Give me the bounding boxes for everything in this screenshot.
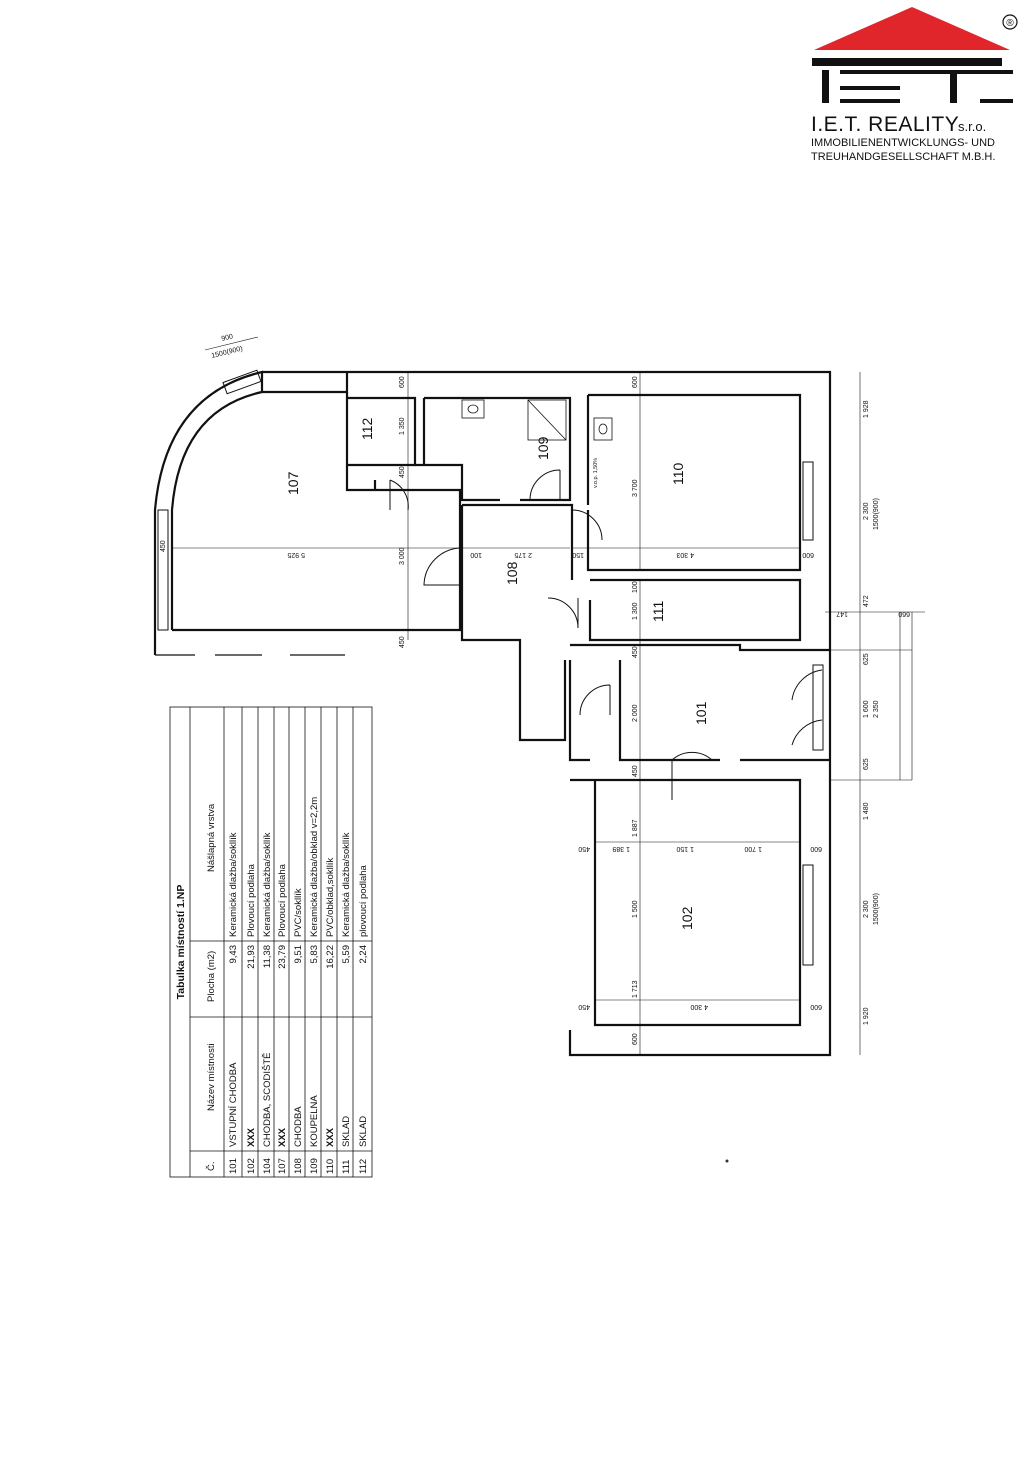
room-109-label: 109: [535, 436, 551, 460]
walls: [153, 370, 832, 1057]
room-112-label: 112: [359, 417, 375, 440]
room-101-label: 101: [693, 701, 709, 725]
dim-1920: 1 920: [863, 1007, 870, 1025]
dim-1928: 1 928: [863, 400, 870, 418]
room-110-label: 110: [670, 462, 686, 485]
room-107-label: 107: [285, 471, 301, 495]
room-108-label: 108: [504, 561, 520, 585]
dim-2300-a: 2 300: [863, 502, 870, 520]
dim-1150: 1 150: [676, 845, 694, 852]
logo-letters: [812, 58, 1013, 103]
speck: [725, 1159, 729, 1163]
dim-1350: 1 350: [399, 417, 406, 435]
dim-625-a: 625: [863, 653, 870, 665]
dim-4303: 4 303: [676, 551, 694, 558]
dim-150: 150: [572, 551, 584, 558]
dim-1600: 1 600: [863, 700, 870, 718]
dim-1300: 1 300: [632, 602, 639, 620]
brand-name: I.E.T. REALITY: [811, 113, 960, 136]
dim-2300-b: 2 300: [863, 900, 870, 918]
dim-450-c: 450: [399, 636, 406, 648]
dim-600-c: 600: [802, 551, 814, 558]
dim-600-d: 600: [810, 845, 822, 852]
logo-mark: ®: [812, 7, 1018, 103]
windows: [157, 369, 824, 966]
dim-100-a: 100: [470, 551, 482, 558]
room-111-label: 111: [650, 601, 666, 622]
dim-450-g: 450: [578, 1003, 590, 1010]
dim-4300: 4 300: [690, 1003, 708, 1010]
dim-600-f: 600: [632, 1033, 639, 1045]
dim-1500-900-b: 1500(900): [873, 893, 880, 925]
brand-line-2: TREUHANDGESELLSCHAFT M.B.H.: [811, 151, 996, 163]
dimension-lines: [172, 336, 925, 1055]
registered-symbol: ®: [1006, 18, 1014, 29]
dim-100-b: 100: [632, 581, 639, 593]
dim-450-a: 450: [399, 466, 406, 478]
dim-600-b: 600: [632, 376, 639, 388]
dim-3700: 3 700: [632, 479, 639, 497]
registered-mark: [1002, 14, 1018, 30]
fixtures: [461, 399, 613, 441]
dim-625-b: 625: [863, 758, 870, 770]
dim-2000: 2 000: [632, 704, 639, 722]
dim-600-e: 600: [810, 1003, 822, 1010]
logo-roof: [814, 7, 1010, 50]
room-102-label: 102: [679, 906, 695, 930]
dim-3000: 3 000: [399, 547, 406, 565]
dim-600-a: 600: [399, 376, 406, 388]
dim-1500-900-a: 1500(900): [873, 498, 880, 530]
door-swings: [389, 469, 823, 800]
dim-2350: 2 350: [873, 700, 880, 718]
dim-147: 147: [836, 610, 848, 617]
dim-2175: 2 175: [514, 551, 532, 558]
brand-line-1: IMMOBILIENENTWICKLUNGS- UND: [811, 137, 995, 149]
dim-450-d: 450: [632, 646, 639, 658]
dim-5925: 5 925: [287, 551, 305, 558]
dim-1713: 1 713: [632, 980, 639, 998]
dim-472: 472: [863, 595, 870, 607]
dim-900: 900: [221, 333, 234, 343]
dim-450-f: 450: [578, 845, 590, 852]
dim-450-b: 450: [160, 540, 167, 552]
dim-vop: v.o.p. 1,50%: [593, 458, 599, 488]
dim-1389: 1 389: [612, 845, 630, 852]
dim-450-e: 450: [632, 765, 639, 777]
brand-suffix: s.r.o.: [958, 119, 987, 134]
dim-1887: 1 887: [632, 819, 639, 837]
dim-660: 660: [898, 610, 910, 617]
dim-1480: 1 480: [863, 802, 870, 820]
dim-1700: 1 700: [744, 845, 762, 852]
company-logo: ®: [800, 0, 1024, 170]
dim-1500: 1 500: [632, 900, 639, 918]
